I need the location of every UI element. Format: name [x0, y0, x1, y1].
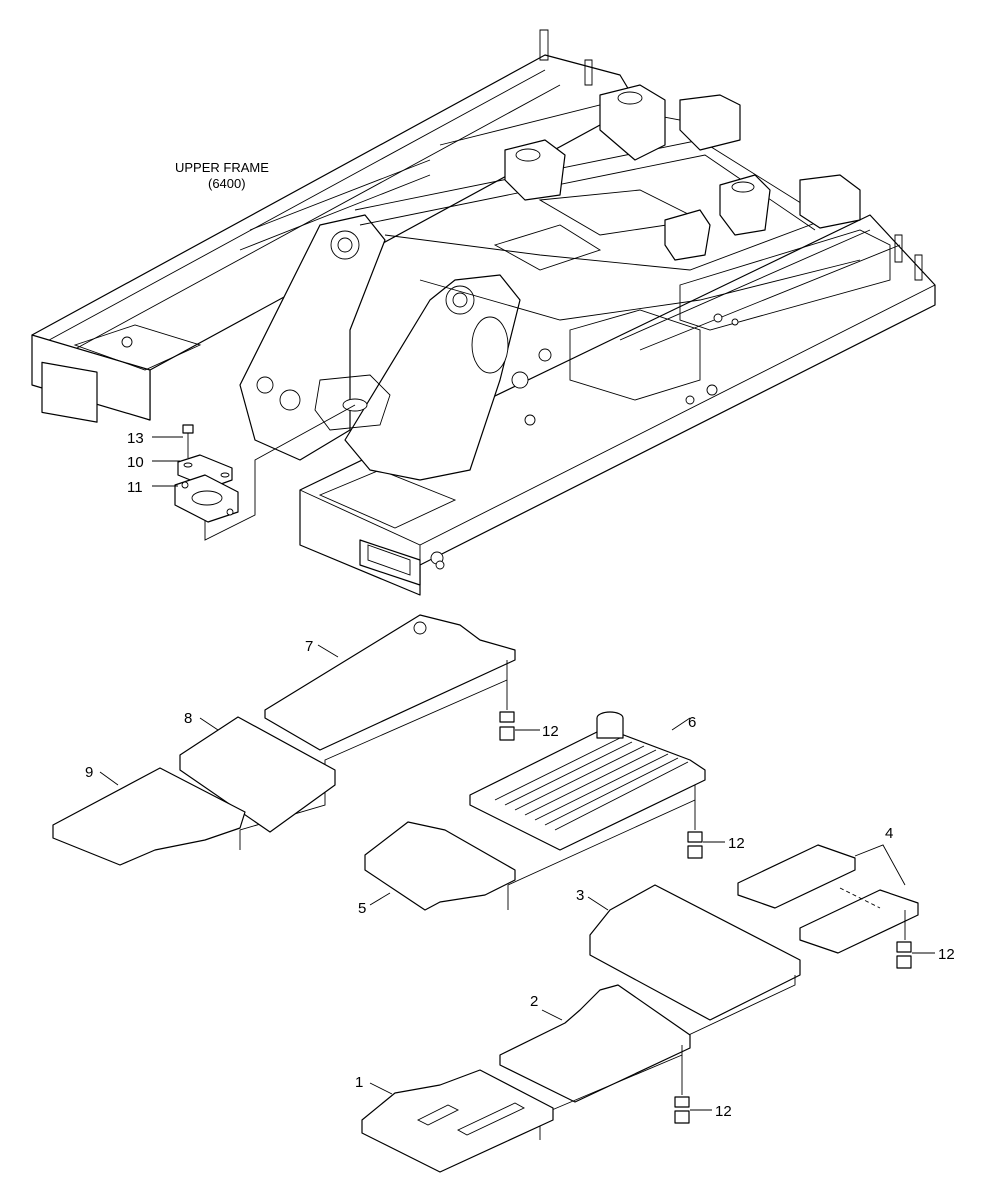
part-3-plate — [587, 884, 801, 1041]
part-12-bolt-a — [499, 711, 540, 741]
part-13-bolt-head — [182, 424, 194, 434]
part-8-plate — [179, 716, 336, 833]
callout-7: 7 — [305, 638, 313, 655]
callout-12-c: 12 — [938, 946, 955, 963]
callout-9: 9 — [85, 764, 93, 781]
callout-1: 1 — [355, 1074, 363, 1091]
part-7-plate — [239, 614, 516, 850]
callout-12-d: 12 — [715, 1103, 732, 1120]
callout-3: 3 — [576, 887, 584, 904]
callout-5: 5 — [358, 900, 366, 917]
part-6-grated-plate — [469, 711, 706, 910]
upper-frame-code: (6400) — [208, 176, 246, 191]
part-5-plate — [364, 821, 516, 911]
part-12-bolt-b — [687, 831, 725, 859]
part-12-bolt-d — [674, 1096, 712, 1124]
mount-parts — [152, 404, 356, 541]
callout-10: 10 — [127, 454, 144, 471]
part-1-plate — [361, 1069, 554, 1173]
callout-8: 8 — [184, 710, 192, 727]
callout-4: 4 — [885, 825, 893, 842]
part-9-plate — [52, 767, 246, 866]
callout-13: 13 — [127, 430, 144, 447]
callout-6: 6 — [688, 714, 696, 731]
upper-frame-label: UPPER FRAME — [175, 160, 269, 175]
callout-12-a: 12 — [542, 723, 559, 740]
part-12-bolt-c — [896, 941, 935, 969]
callout-12-b: 12 — [728, 835, 745, 852]
callout-2: 2 — [530, 993, 538, 1010]
upper-frame — [31, 29, 936, 596]
part-4-plates — [737, 844, 919, 954]
callout-11: 11 — [127, 479, 143, 496]
